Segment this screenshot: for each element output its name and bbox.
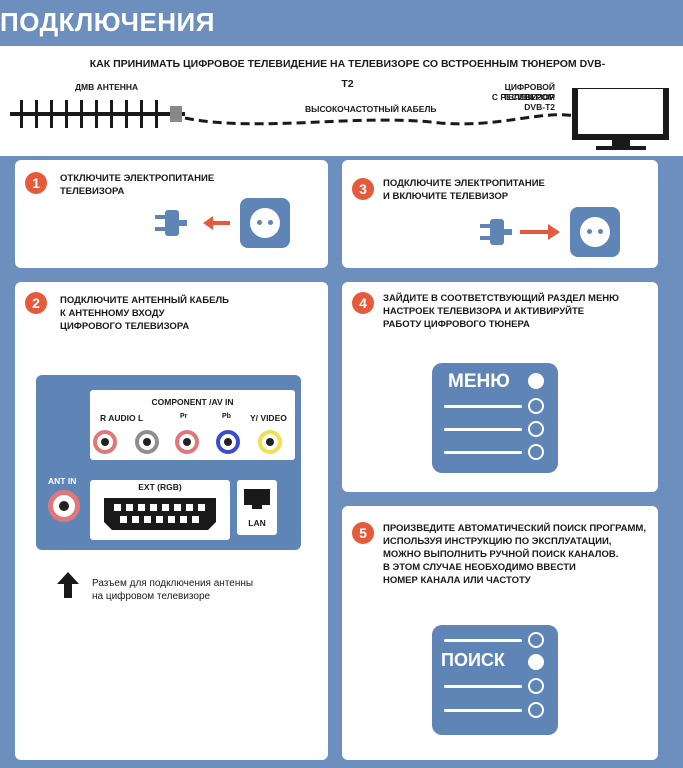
ant-in-jack [48,490,80,522]
tv-label-1: ЦИФРОВОЙ ТЕЛЕВИЗОР [502,82,555,102]
ant-in-label: ANT IN [48,476,77,486]
search-option-indicator [528,632,544,648]
scart-connector-icon [104,498,216,530]
audio-label: R AUDIO L [100,413,144,423]
subtitle: КАК ПРИНИМАТЬ ЦИФРОВОЕ ТЕЛЕВИДЕНИЕ НА ТЕ… [85,54,610,90]
menu-line [444,428,522,431]
search-line [444,685,522,688]
pr-jack [175,430,199,454]
lan-label: LAN [248,518,266,528]
menu-icon-box: МЕНЮ [432,363,558,473]
step-5-line-5: НОМЕР КАНАЛА ИЛИ ЧАСТОТУ [383,575,531,586]
step-2-line-3: ЦИФРОВОГО ТЕЛЕВИЗОРА [60,321,190,332]
tv-icon [572,88,669,150]
step-2-number: 2 [25,292,47,314]
page-title: ПОДКЛЮЧЕНИЯ [0,7,215,37]
step-1-line-2: ТЕЛЕВИЗОРА [60,186,125,197]
step-5-line-3: МОЖНО ВЫПОЛНИТЬ РУЧНОЙ ПОИСК КАНАЛОВ. [383,549,619,560]
search-line [444,709,522,712]
menu-option-indicator [528,421,544,437]
antenna-note-line-1: Разъем для подключения антенны [92,578,254,589]
antenna-icon [10,100,185,128]
search-option-indicator [528,678,544,694]
socket-icon [240,198,290,248]
step-5-line-2: ИСПОЛЬЗУЯ ИНСТРУКЦИЮ ПО ЭКСПЛУАТАЦИИ, [383,536,612,547]
ext-rgb-label: EXT (RGB) [138,482,182,492]
antenna-note-line-2: на цифровом телевизоре [92,591,211,602]
step-4-number: 4 [352,292,374,314]
step-2-line-1: ПОДКЛЮЧИТЕ АНТЕННЫЙ КАБЕЛЬ [60,295,229,306]
socket-icon [570,207,620,257]
pr-label: Pr [180,413,188,420]
component-label: COMPONENT /AV IN [151,397,234,407]
pb-label: Pb [222,413,231,420]
audio-r-jack [93,430,117,454]
search-line [444,639,522,642]
arrow-left-icon [203,216,230,230]
step-4-line-3: РАБОТУ ЦИФРОВОГО ТЮНЕРА [383,319,530,330]
plug-in-illustration [480,219,560,245]
menu-word: МЕНЮ [448,371,510,392]
antenna-note: Разъем для подключения антенны на цифров… [92,577,253,603]
arrow-up-icon [57,572,79,598]
menu-line [444,451,522,454]
search-icon-box: ПОИСК [432,625,558,735]
step-3-number: 3 [352,178,374,200]
step-3-line-2: И ВКЛЮЧИТЕ ТЕЛЕВИЗОР [383,191,509,202]
step-4-line-2: НАСТРОЕК ТЕЛЕВИЗОРА И АКТИВИРУЙТЕ [383,306,585,317]
menu-option-indicator [528,444,544,460]
arrow-right-icon [520,224,560,240]
antenna-connection-illustration [10,88,669,150]
cable-label: ВЫСОКОЧАСТОТНЫЙ КАБЕЛЬ [305,104,437,114]
lan-port-icon [244,489,270,509]
menu-line [444,405,522,408]
plug-icon [155,210,187,236]
step-5-line-4: В ЭТОМ СЛУЧАЕ НЕОБХОДИМО ВВЕСТИ [383,562,576,573]
menu-option-indicator [528,398,544,414]
video-label: Y/ VIDEO [250,413,287,423]
antenna-label: ДМВ АНТЕННА [75,82,139,92]
step-1-line-1: ОТКЛЮЧИТЕ ЭЛЕКТРОПИТАНИЕ [60,173,215,184]
unplug-illustration [155,210,230,236]
plug-icon [480,219,512,245]
cable-line [184,113,576,126]
step-3-line-1: ПОДКЛЮЧИТЕ ЭЛЕКТРОПИТАНИЕ [383,178,545,189]
step-1-number: 1 [25,172,47,194]
video-jack [258,430,282,454]
audio-l-jack [135,430,159,454]
search-selected-indicator [528,654,544,670]
tv-label-2: С РЕСИВЕРОМ DVB-T2 [491,92,555,112]
pb-jack [216,430,240,454]
menu-selected-indicator [528,373,544,389]
step-5-line-1: ПРОИЗВЕДИТЕ АВТОМАТИЧЕСКИЙ ПОИСК ПРОГРАМ… [383,523,646,534]
step-2-line-2: К АНТЕННОМУ ВХОДУ [60,308,165,319]
search-word: ПОИСК [441,650,505,670]
search-option-indicator [528,702,544,718]
step-5-number: 5 [352,522,374,544]
step-4-line-1: ЗАЙДИТЕ В СООТВЕТСТВУЮЩИЙ РАЗДЕЛ МЕНЮ [383,293,619,304]
